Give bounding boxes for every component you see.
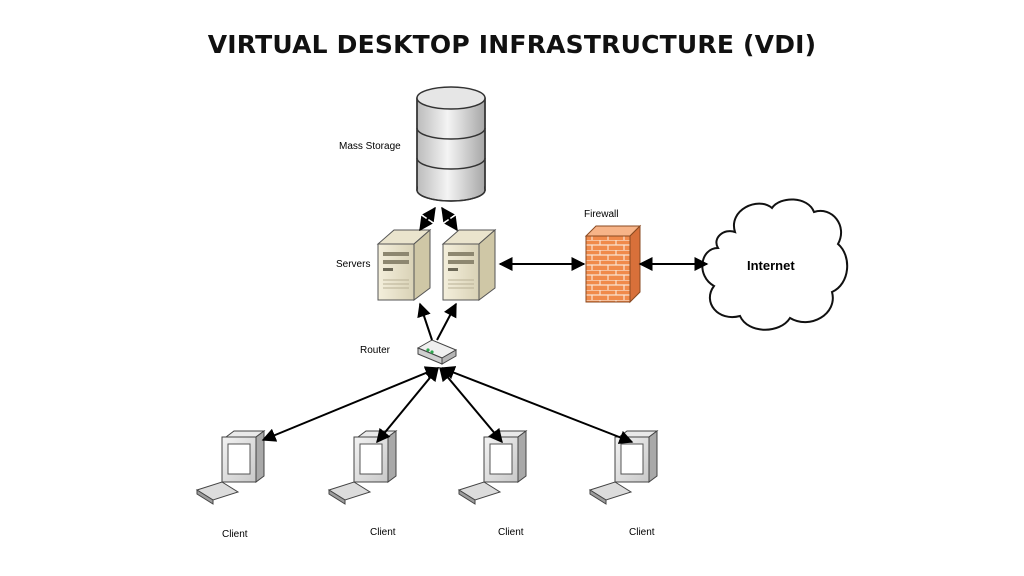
router-client1-arrow (261, 366, 440, 442)
client-label: Client (370, 527, 396, 538)
mass-storage-label: Mass Storage (339, 141, 401, 152)
client-computer-icon (327, 430, 398, 505)
client-label: Client (498, 527, 524, 538)
client-computer-icon (457, 430, 528, 505)
firewall-icon (584, 224, 642, 304)
page-title: VIRTUAL DESKTOP INFRASTRUCTURE (VDI) (207, 30, 817, 59)
servers-label: Servers (336, 259, 371, 270)
server-icon (441, 228, 497, 301)
client-computer-icon (588, 430, 659, 505)
firewall-label: Firewall (584, 209, 619, 220)
internet-label: Internet (747, 258, 795, 273)
client-label: Client (629, 527, 655, 538)
client-label: Client (222, 529, 248, 540)
router-icon (416, 339, 458, 365)
router-server2-arrow (436, 302, 457, 341)
router-label: Router (360, 345, 391, 356)
server-icon (376, 228, 432, 301)
storage-server1-arrow (419, 206, 436, 232)
router-server1-arrow (417, 302, 433, 341)
router-client4-arrow (440, 366, 634, 444)
router-client2-arrow (376, 366, 439, 444)
client-computer-icon (195, 430, 266, 505)
storage-icon (416, 86, 486, 202)
storage-server2-arrow (441, 206, 458, 232)
connection-arrows (261, 206, 709, 444)
